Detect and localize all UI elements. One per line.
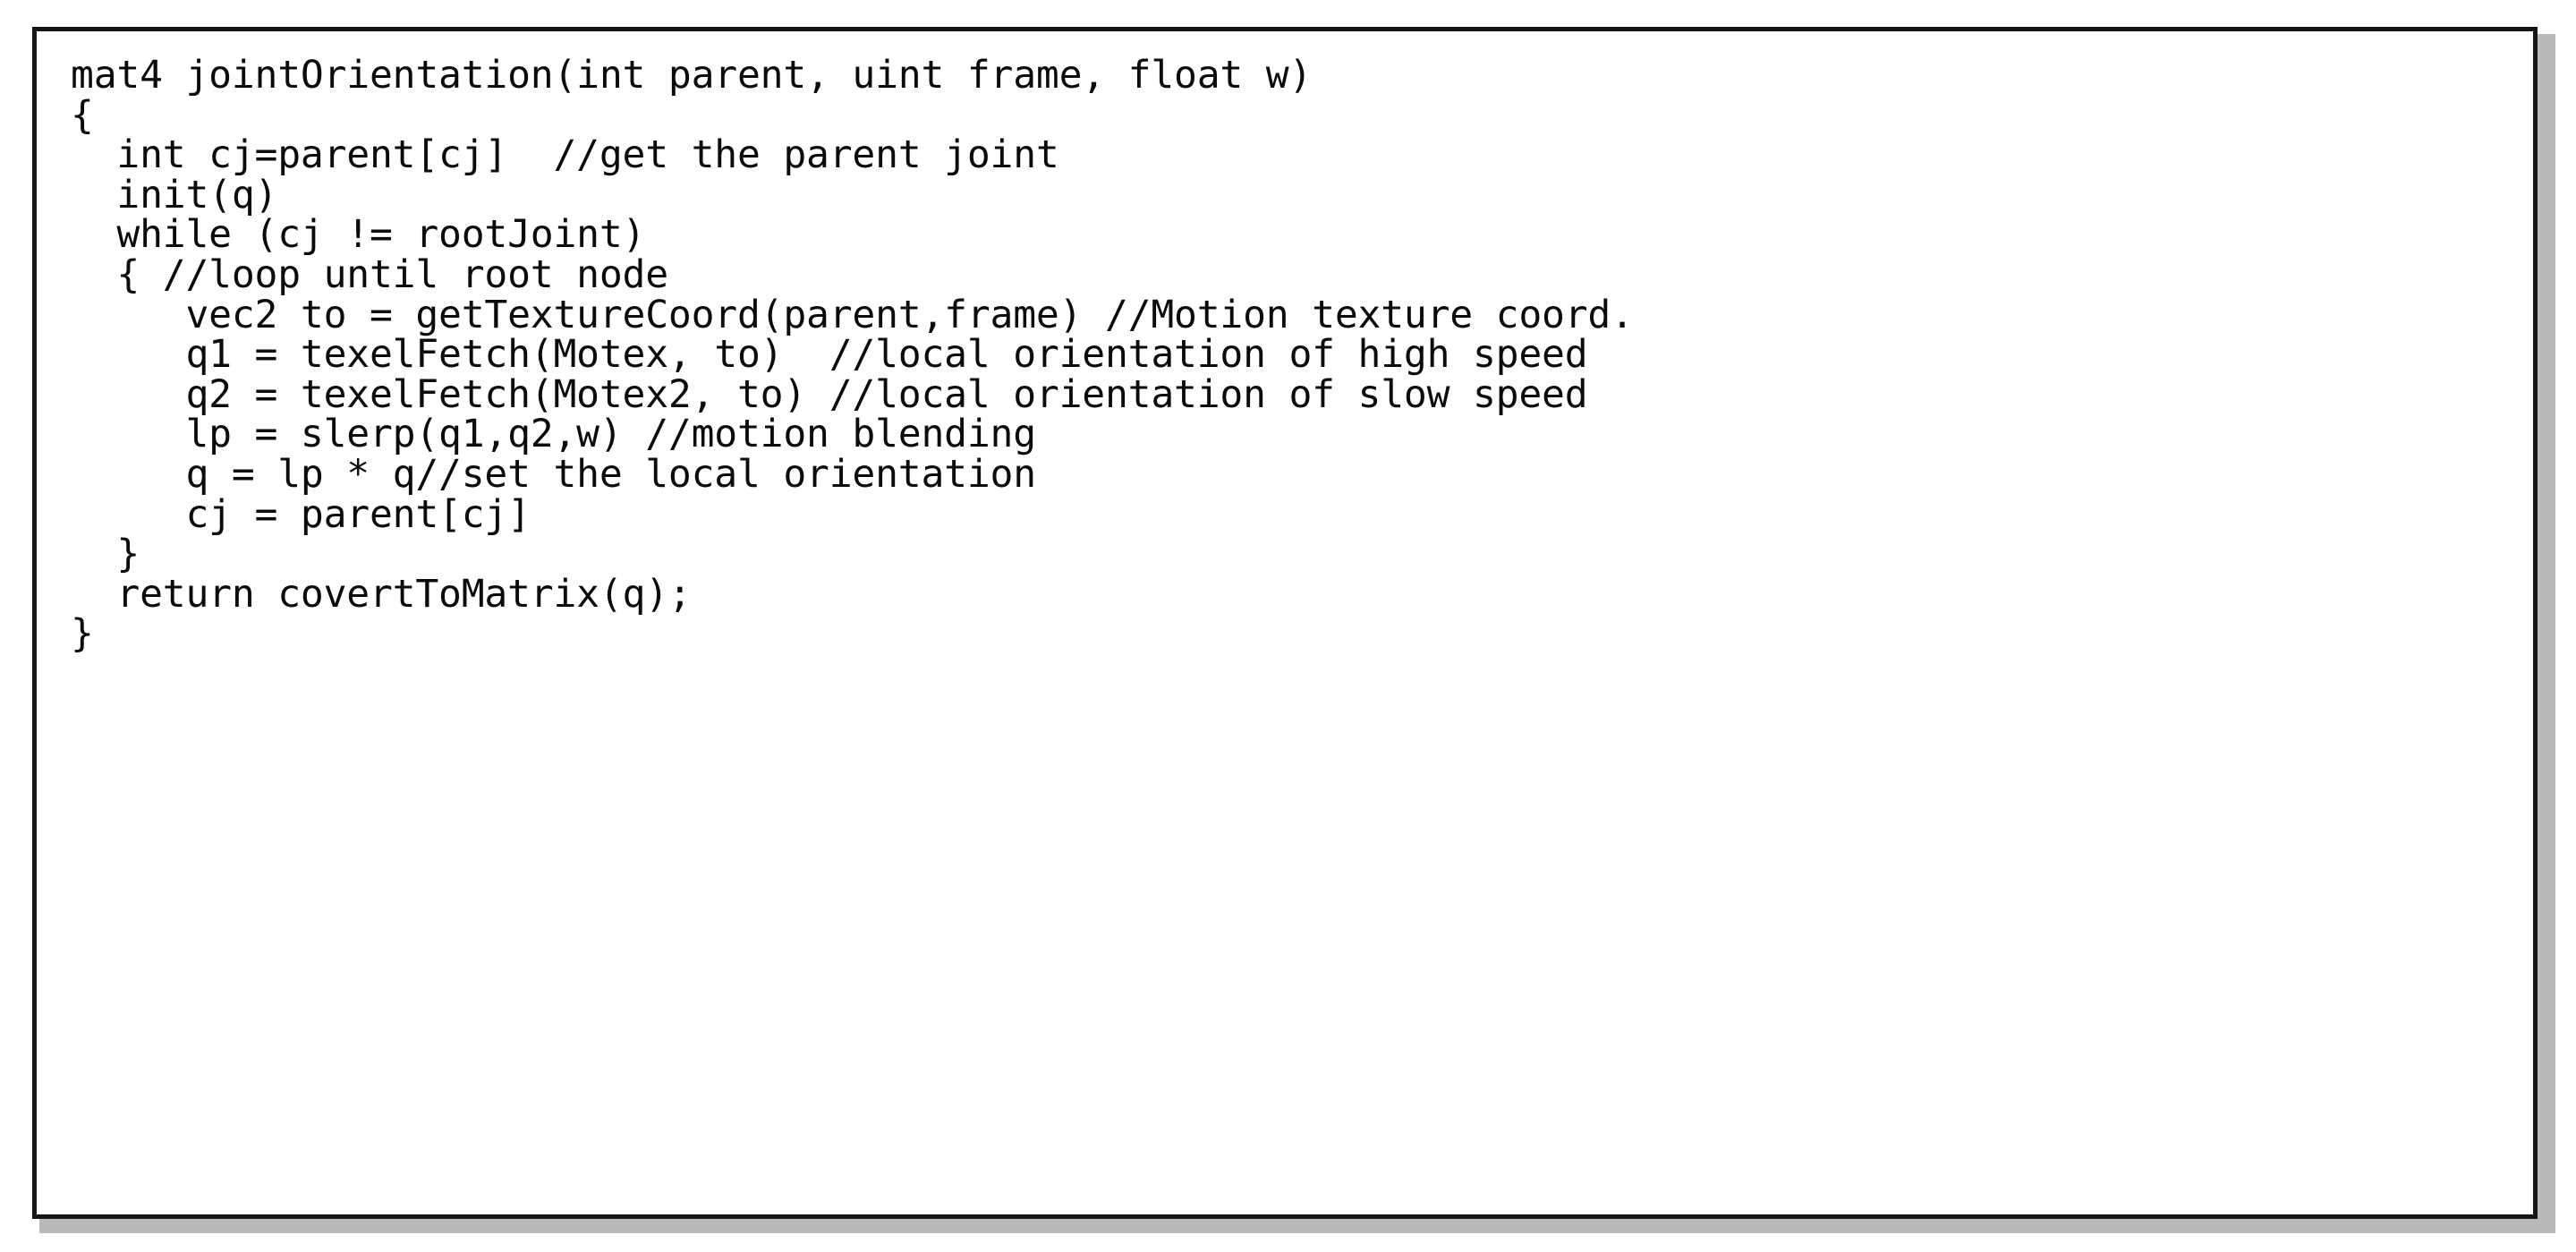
code-line: while (cj != rootJoint)	[71, 212, 646, 258]
code-line: return covertToMatrix(q);	[71, 571, 692, 617]
code-block: mat4 jointOrientation(int parent, uint f…	[71, 55, 2524, 1197]
code-line: lp = slerp(q1,q2,w) //motion blending	[71, 412, 1036, 457]
code-line: q2 = texelFetch(Motex2, to) //local orie…	[71, 371, 1588, 417]
code-frame-border: mat4 jointOrientation(int parent, uint f…	[32, 27, 2538, 1219]
code-line: { //loop until root node	[71, 251, 668, 297]
code-line: }	[71, 611, 94, 657]
code-line: vec2 to = getTextureCoord(parent,frame) …	[71, 292, 1634, 337]
code-line: q1 = texelFetch(Motex, to) //local orien…	[71, 332, 1588, 378]
code-line: }	[71, 532, 140, 577]
code-line: init(q)	[71, 172, 278, 217]
code-line: mat4 jointOrientation(int parent, uint f…	[71, 55, 1313, 98]
code-line: int cj=parent[cj] //get the parent joint	[71, 132, 1059, 178]
code-line: cj = parent[cj]	[71, 491, 531, 537]
code-line: q = lp * q//set the local orientation	[71, 451, 1036, 497]
code-line: {	[71, 92, 94, 138]
